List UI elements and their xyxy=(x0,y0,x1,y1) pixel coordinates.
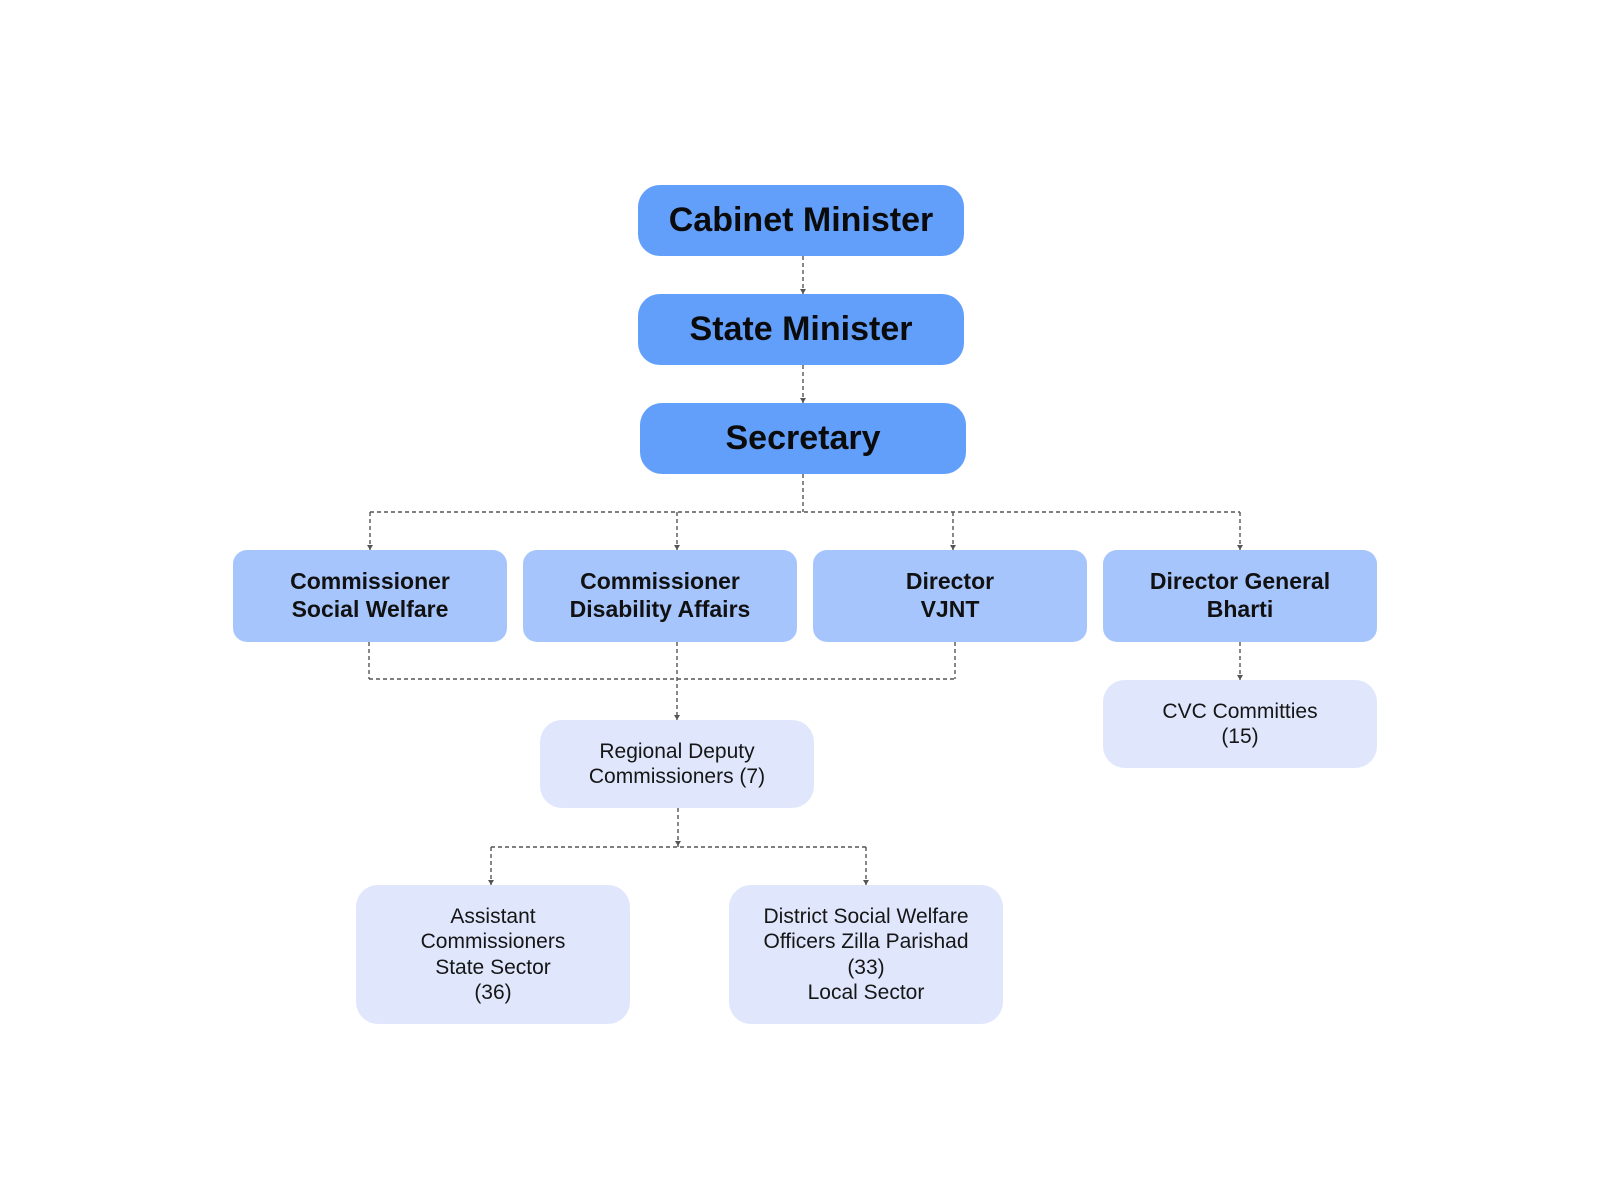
cvc-committies-label: CVC Committies (15) xyxy=(1162,699,1318,748)
connector-arrowhead-14 xyxy=(675,841,681,846)
secretary-box: Secretary xyxy=(640,403,966,474)
secretary-label: Secretary xyxy=(725,419,881,457)
regional-deputy-commissioners-box: Regional Deputy Commissioners (7) xyxy=(540,720,814,808)
commissioner-social-welfare-box: Commissioner Social Welfare xyxy=(233,550,507,642)
cabinet-minister-label: Cabinet Minister xyxy=(668,201,934,239)
cabinet-minister-box: Cabinet Minister xyxy=(638,185,964,256)
cvc-committies-box: CVC Committies (15) xyxy=(1103,680,1377,768)
state-minister-label: State Minister xyxy=(689,310,913,348)
commissioner-social-welfare-label: Commissioner Social Welfare xyxy=(290,568,450,622)
connector-arrowhead-2 xyxy=(800,398,806,403)
connector-arrowhead-10 xyxy=(674,715,680,720)
connector-arrowhead-5 xyxy=(367,545,373,550)
assistant-commissioners-label: Assistant Commissioners State Sector (36… xyxy=(420,905,566,1004)
commissioner-disability-affairs-box: Commissioner Disability Affairs xyxy=(523,550,797,642)
district-social-welfare-officers-box: District Social Welfare Officers Zilla P… xyxy=(729,885,1003,1024)
connector-arrowhead-13 xyxy=(1237,675,1243,680)
connector-arrowhead-8 xyxy=(1237,545,1243,550)
director-general-bharti-label: Director General Bharti xyxy=(1149,568,1331,622)
director-vjnt-box: Director VJNT xyxy=(813,550,1087,642)
connector-arrowhead-1 xyxy=(800,289,806,294)
connector-arrowhead-6 xyxy=(674,545,680,550)
assistant-commissioners-box: Assistant Commissioners State Sector (36… xyxy=(356,885,630,1024)
connector-arrowhead-16 xyxy=(488,880,494,885)
connector-arrowhead-7 xyxy=(950,545,956,550)
regional-deputy-commissioners-label: Regional Deputy Commissioners (7) xyxy=(588,739,766,788)
director-vjnt-label: Director VJNT xyxy=(905,568,995,622)
connector-arrowhead-17 xyxy=(863,880,869,885)
commissioner-disability-affairs-label: Commissioner Disability Affairs xyxy=(569,568,751,622)
district-social-welfare-officers-label: District Social Welfare Officers Zilla P… xyxy=(763,905,969,1004)
state-minister-box: State Minister xyxy=(638,294,964,365)
director-general-bharti-box: Director General Bharti xyxy=(1103,550,1377,642)
